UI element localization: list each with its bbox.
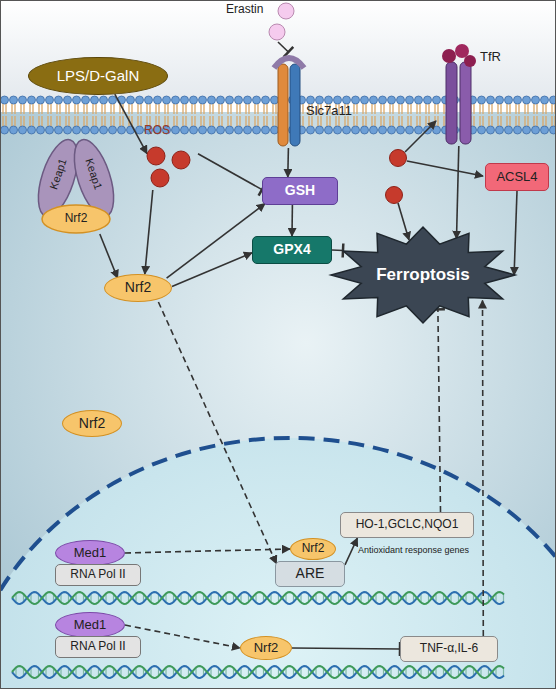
rect-part [446, 62, 457, 144]
circle-part [442, 49, 456, 63]
node-label: ARE [296, 566, 325, 581]
node-label: Nrf2 [125, 280, 151, 295]
inhibition-connector [292, 648, 400, 649]
node-label: GSH [285, 183, 315, 198]
protein-ellipse: Nrf2 [240, 636, 292, 660]
keap1-complex: Keap1Keap1Nrf2 [22, 138, 130, 234]
node-label: TfR [480, 50, 501, 64]
node-label: RNA Pol II [70, 568, 125, 581]
gene-box: TNF-α,IL-6 [400, 636, 498, 662]
cofactor-ellipse: Med1 [55, 540, 125, 566]
activation-connector [100, 234, 118, 278]
rect-part [278, 64, 288, 146]
protein-ellipse: Nrf2 [62, 410, 122, 437]
dna-rung [503, 594, 504, 602]
activation-connector [125, 549, 290, 553]
rect-part [460, 62, 471, 144]
node-label: Slc7a11 [306, 104, 352, 118]
leader-arrow [407, 161, 483, 176]
activation-connector [514, 191, 517, 275]
ferroptosis-star: Ferroptosis [330, 226, 516, 324]
activation-connector [291, 205, 293, 236]
circle-part [147, 147, 165, 165]
receptor-protein: TfR [436, 44, 512, 146]
activation-connector [167, 204, 265, 279]
iron-ion [390, 150, 407, 167]
transporter-protein: Slc7a11 [270, 52, 362, 148]
inhibition-connector [198, 154, 262, 190]
polygon-part [331, 227, 515, 323]
node-label: Erastin [226, 3, 263, 16]
activation-connector [115, 94, 147, 154]
protein-ellipse: Nrf2 [104, 274, 172, 302]
protein-ellipse: Nrf2 [290, 538, 336, 560]
process-box: ACSL4 [485, 163, 549, 191]
node-label: Med1 [74, 546, 107, 560]
node-label: Ferroptosis [376, 266, 470, 285]
dna-strand [12, 666, 504, 678]
activation-connector [345, 538, 357, 565]
inhibition-connector [438, 309, 441, 512]
process-box: GPX4 [252, 236, 332, 264]
node-label: Med1 [74, 618, 107, 632]
dna-group [12, 592, 504, 678]
activation-connector [145, 190, 153, 274]
ellipse-part [42, 205, 110, 233]
node-label: GPX4 [273, 242, 310, 257]
leader-arrow [405, 121, 436, 152]
dna-strand [12, 592, 504, 604]
dna-strand [12, 592, 504, 604]
node-label: LPS/D-GalN [57, 68, 140, 85]
cytoplasm [0, 112, 556, 689]
inhibition-connector [278, 42, 288, 52]
path-part [274, 58, 304, 68]
node-label: Nrf2 [65, 212, 88, 225]
enzyme-box: RNA Pol II [55, 564, 141, 586]
stimulus-ellipse: LPS/D-GalN [28, 57, 168, 95]
dna-rung [503, 668, 504, 676]
cofactor-ellipse: Med1 [55, 612, 125, 638]
activation-connector [172, 253, 252, 287]
activation-connector [457, 146, 459, 239]
circle-part [269, 24, 285, 40]
activation-connector [482, 301, 484, 637]
node-label: HO-1,GCLC,NQO1 [356, 518, 459, 531]
gene-box: HO-1,GCLC,NQO1 [340, 512, 474, 538]
leader-arrow [398, 203, 409, 240]
nucleus-envelope [0, 438, 556, 689]
activation-connector [287, 148, 289, 177]
iron-ion [386, 187, 403, 204]
ros-molecules: ROS [140, 124, 198, 190]
drug-molecule: Erastin [222, 0, 302, 42]
node-label: ROS [144, 124, 170, 137]
circle-part [464, 55, 476, 67]
activation-connector [125, 625, 240, 648]
circle-part [278, 3, 294, 19]
rect-part [290, 64, 300, 146]
node-shape [270, 52, 362, 148]
node-label: RNA Pol II [70, 640, 125, 653]
dna-strand [12, 666, 504, 678]
circle-part [172, 151, 190, 169]
node-label: ACSL4 [496, 170, 537, 184]
process-box: GSH [262, 177, 338, 205]
node-label: Nrf2 [302, 542, 325, 555]
annotation-label: Antioxidant response genes [358, 545, 469, 555]
node-label: Nrf2 [254, 641, 279, 655]
activation-connector [158, 302, 276, 564]
node-label: TNF-α,IL-6 [420, 642, 478, 655]
circle-part [151, 169, 169, 187]
dna-element-box: ARE [275, 561, 345, 587]
node-label: Nrf2 [79, 416, 105, 431]
enzyme-box: RNA Pol II [55, 636, 141, 658]
